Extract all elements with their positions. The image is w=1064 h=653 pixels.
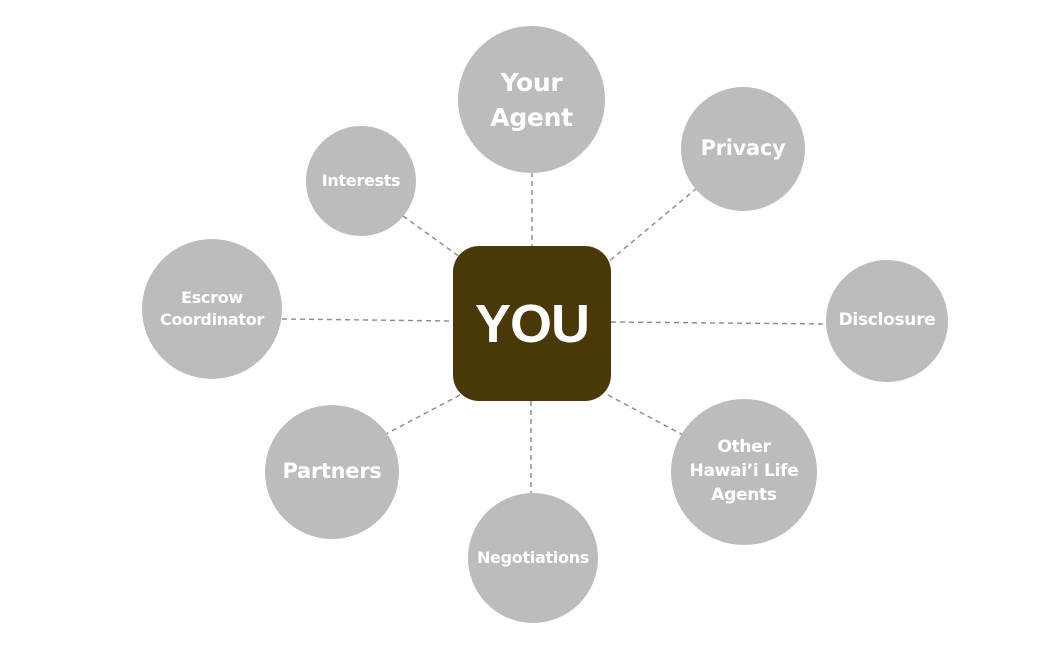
- node-interests: Interests: [306, 126, 416, 236]
- line-escrow: [281, 318, 454, 322]
- node-your-agent: Your Agent: [458, 26, 605, 173]
- node-label: Other Hawai’i Life Agents: [689, 437, 799, 505]
- node-label: Your Agent: [490, 67, 573, 132]
- node-label: Interests: [321, 170, 401, 190]
- line-partners: [385, 394, 461, 435]
- node-disclosure: Disclosure: [826, 260, 948, 382]
- node-other-agents: Other Hawai’i Life Agents: [671, 399, 817, 545]
- node-label: Disclosure: [838, 310, 936, 331]
- node-escrow: Escrow Coordinator: [142, 239, 282, 379]
- node-negotiations: Negotiations: [468, 493, 598, 623]
- node-privacy: Privacy: [681, 87, 805, 211]
- line-interests: [402, 215, 461, 258]
- node-label: Escrow Coordinator: [160, 287, 264, 329]
- node-label: Partners: [282, 459, 382, 484]
- line-disclosure: [610, 321, 827, 325]
- node-label: Privacy: [700, 136, 786, 161]
- line-privacy: [607, 187, 698, 263]
- node-label: Negotiations: [476, 547, 590, 567]
- line-other-agents: [607, 394, 684, 436]
- center-you-box: YOU: [453, 246, 611, 401]
- center-label: YOU: [474, 293, 590, 354]
- node-partners: Partners: [265, 405, 399, 539]
